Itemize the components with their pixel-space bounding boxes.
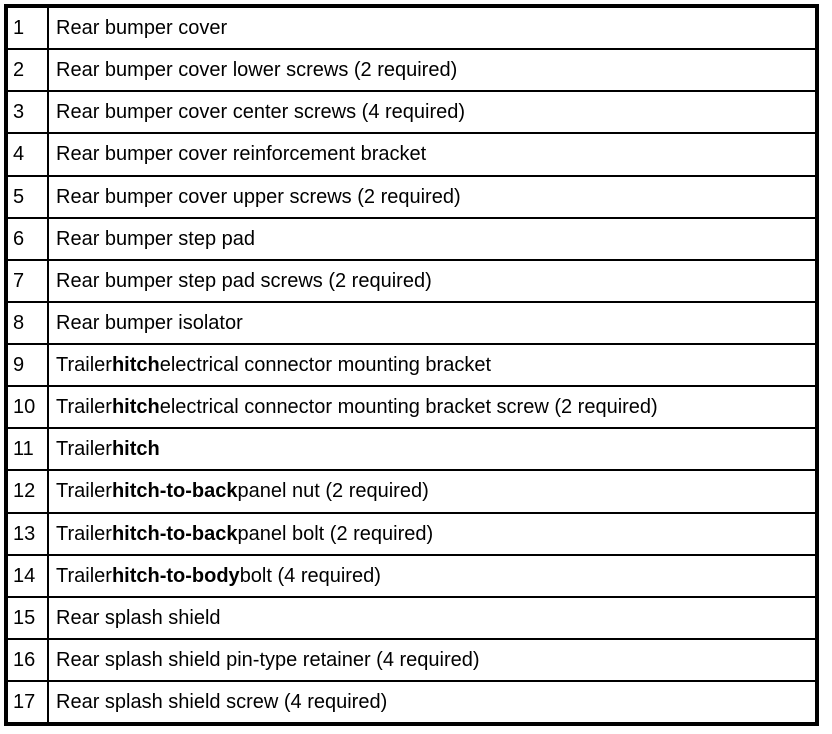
row-description: Rear bumper step pad screws (2 required): [49, 261, 815, 301]
table-row: 14 Trailer hitch-to-body bolt (4 require…: [8, 555, 815, 598]
row-number: 14: [8, 555, 49, 596]
row-number: 13: [8, 513, 49, 554]
description-text-after: electrical connector mounting bracket sc…: [159, 396, 658, 419]
description-bold-text: hitch-to-back: [111, 480, 238, 503]
description-text: Rear bumper cover lower screws (2 requir…: [56, 59, 458, 82]
row-description: Trailer hitch electrical connector mount…: [49, 387, 815, 427]
description-bold-text: hitch-to-body: [111, 564, 240, 587]
row-description: Trailer hitch-to-body bolt (4 required): [49, 556, 815, 596]
table-row: 5 Rear bumper cover upper screws (2 requ…: [8, 176, 815, 219]
row-number: 1: [8, 8, 49, 49]
row-description: Rear splash shield screw (4 required): [49, 682, 815, 722]
parts-table: 1 Rear bumper cover 2 Rear bumper cover …: [4, 4, 819, 726]
description-text: Rear bumper step pad: [56, 227, 256, 250]
table-row: 17 Rear splash shield screw (4 required): [8, 682, 815, 723]
row-number: 15: [8, 597, 49, 638]
row-number: 8: [8, 302, 49, 343]
description-text: Trailer: [56, 354, 112, 377]
table-row: 13 Trailer hitch-to-back panel bolt (2 r…: [8, 513, 815, 556]
table-row: 9 Trailer hitch electrical connector mou…: [8, 345, 815, 388]
row-number: 7: [8, 260, 49, 301]
row-number: 11: [8, 429, 49, 470]
row-description: Rear bumper cover lower screws (2 requir…: [49, 50, 815, 90]
description-text: Rear bumper step pad screws (2 required): [56, 269, 432, 292]
description-text: Trailer: [56, 522, 112, 545]
description-text: Rear bumper cover: [56, 17, 228, 40]
row-description: Trailer hitch: [49, 429, 815, 469]
description-text: Rear bumper cover center screws (4 requi…: [56, 101, 466, 124]
table-row: 11 Trailer hitch: [8, 429, 815, 472]
description-text-after: bolt (4 required): [239, 564, 381, 587]
description-bold-text: hitch: [111, 354, 160, 377]
row-number: 5: [8, 176, 49, 217]
table-row: 10 Trailer hitch electrical connector mo…: [8, 387, 815, 430]
row-description: Rear bumper cover reinforcement bracket: [49, 134, 815, 174]
table-row: 2 Rear bumper cover lower screws (2 requ…: [8, 50, 815, 93]
table-row: 6 Rear bumper step pad: [8, 218, 815, 261]
row-number: 12: [8, 471, 49, 512]
table-row: 7 Rear bumper step pad screws (2 require…: [8, 260, 815, 303]
description-text: Rear bumper isolator: [56, 311, 243, 334]
description-text: Rear splash shield pin-type retainer (4 …: [56, 648, 480, 671]
description-text: Trailer: [56, 480, 112, 503]
row-number: 6: [8, 218, 49, 259]
description-text: Trailer: [56, 438, 112, 461]
description-text: Rear bumper cover reinforcement bracket: [56, 143, 427, 166]
row-description: Rear bumper cover upper screws (2 requir…: [49, 177, 815, 217]
row-number: 16: [8, 639, 49, 680]
description-text: Rear splash shield: [56, 606, 221, 629]
row-number: 10: [8, 387, 49, 428]
table-row: 8 Rear bumper isolator: [8, 302, 815, 345]
row-description: Rear bumper cover center screws (4 requi…: [49, 92, 815, 132]
row-number: 17: [8, 682, 49, 723]
row-number: 2: [8, 50, 49, 91]
row-description: Rear bumper cover: [49, 8, 815, 48]
table-row: 15 Rear splash shield: [8, 597, 815, 640]
description-text-after: panel bolt (2 required): [237, 522, 434, 545]
description-bold-text: hitch-to-back: [111, 522, 238, 545]
table-row: 3 Rear bumper cover center screws (4 req…: [8, 92, 815, 135]
row-number: 4: [8, 134, 49, 175]
description-text: Rear splash shield screw (4 required): [56, 691, 388, 714]
row-description: Rear splash shield: [49, 598, 815, 638]
description-text: Trailer: [56, 564, 112, 587]
row-description: Trailer hitch-to-back panel bolt (2 requ…: [49, 514, 815, 554]
description-bold-text: hitch: [111, 396, 160, 419]
description-text-after: electrical connector mounting bracket: [159, 354, 491, 377]
description-text-after: panel nut (2 required): [237, 480, 429, 503]
row-number: 3: [8, 92, 49, 133]
row-description: Trailer hitch electrical connector mount…: [49, 345, 815, 385]
row-description: Trailer hitch-to-back panel nut (2 requi…: [49, 471, 815, 511]
description-text: Trailer: [56, 396, 112, 419]
table-row: 16 Rear splash shield pin-type retainer …: [8, 639, 815, 682]
row-description: Rear bumper step pad: [49, 219, 815, 259]
row-number: 9: [8, 345, 49, 386]
description-text: Rear bumper cover upper screws (2 requir…: [56, 185, 461, 208]
row-description: Rear bumper isolator: [49, 303, 815, 343]
table-row: 1 Rear bumper cover: [8, 8, 815, 51]
table-row: 4 Rear bumper cover reinforcement bracke…: [8, 134, 815, 177]
table-row: 12 Trailer hitch-to-back panel nut (2 re…: [8, 471, 815, 514]
row-description: Rear splash shield pin-type retainer (4 …: [49, 640, 815, 680]
description-bold-text: hitch: [111, 438, 160, 461]
